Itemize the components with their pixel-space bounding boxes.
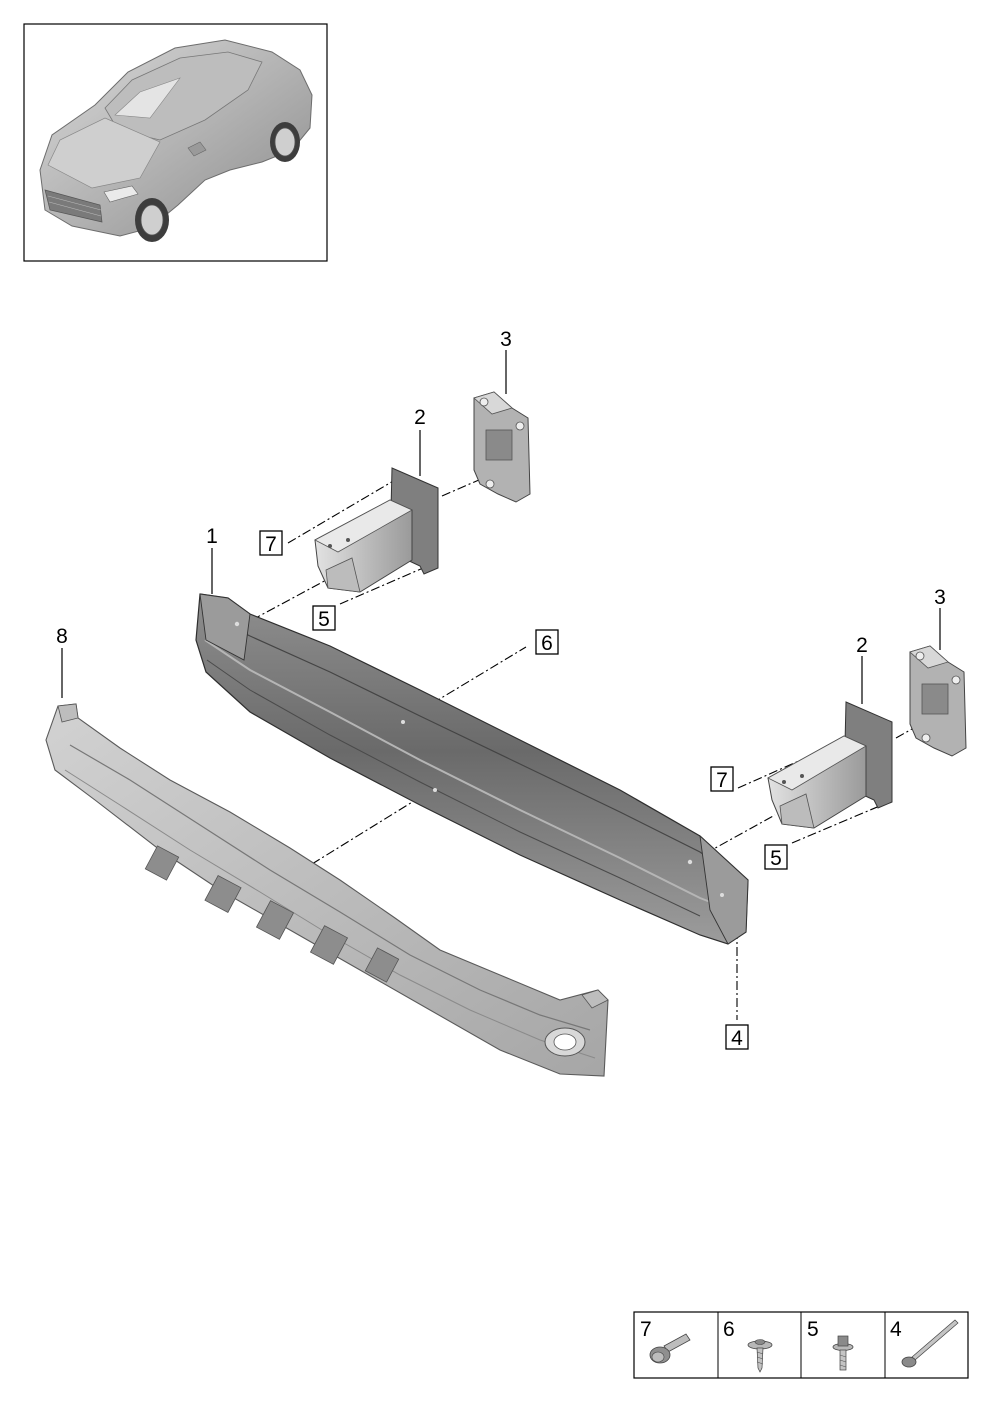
boxed-callout-5-left: 5: [312, 605, 336, 631]
callout-3-left: 3: [500, 328, 512, 351]
svg-text:7: 7: [716, 769, 728, 792]
boxed-callout-7-right: 7: [710, 766, 734, 792]
fastener-legend: 7 6 5: [633, 1311, 969, 1379]
energy-absorber-foam: [45, 703, 609, 1077]
crash-box-right: [767, 701, 893, 829]
legend-number-5: 5: [807, 1318, 819, 1341]
boxed-callout-7-left: 7: [259, 530, 283, 556]
callout-3-right: 3: [934, 586, 946, 609]
boxed-callout-6: 6: [535, 629, 559, 655]
legend-cell-5: 5: [807, 1318, 854, 1371]
legend-number-6: 6: [723, 1318, 735, 1341]
legend-cell-6: 6: [723, 1318, 773, 1373]
legend-cell-4: 4: [890, 1318, 959, 1368]
callout-8: 8: [56, 625, 68, 648]
washer-bolt-icon: [832, 1335, 854, 1371]
svg-text:7: 7: [265, 533, 277, 556]
callout-2-right: 2: [856, 634, 868, 657]
svg-text:5: 5: [770, 847, 782, 870]
crash-box-left: [314, 467, 439, 593]
boxed-callouts: 7 5 6 7 5 4: [259, 530, 788, 1050]
legend-number-7: 7: [640, 1318, 652, 1341]
callout-labels: 1 2 3 8 2 3: [56, 328, 946, 657]
washer-screw-icon: [747, 1339, 773, 1373]
mount-right: [909, 645, 967, 757]
bumper-beam: [195, 593, 749, 945]
legend-cell-7: 7: [640, 1318, 691, 1364]
vehicle-thumbnail: [23, 23, 328, 262]
callout-1: 1: [206, 525, 218, 548]
flange-bolt-icon: [649, 1333, 691, 1364]
car-icon: [39, 39, 313, 242]
callout-2-left: 2: [414, 406, 426, 429]
boxed-callout-4: 4: [725, 1024, 749, 1050]
svg-text:6: 6: [541, 632, 553, 655]
svg-text:4: 4: [731, 1027, 743, 1050]
legend-number-4: 4: [890, 1318, 902, 1341]
long-bolt-icon: [901, 1319, 959, 1368]
svg-text:5: 5: [318, 608, 330, 631]
leader-lines: [61, 350, 941, 704]
mount-left: [473, 391, 531, 503]
boxed-callout-5-right: 5: [764, 844, 788, 870]
